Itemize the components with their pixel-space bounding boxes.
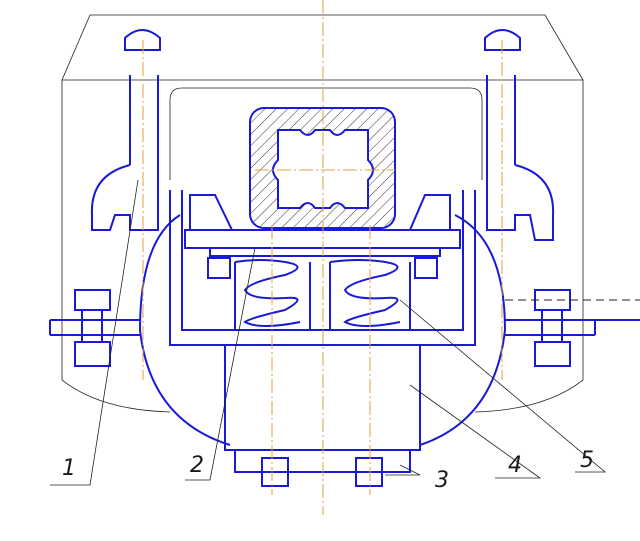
callout-2: 2	[190, 453, 204, 478]
callout-1: 1	[62, 456, 76, 481]
left-hanger	[90, 75, 159, 231]
right-bolt	[505, 289, 640, 367]
callout-4: 4	[508, 453, 522, 478]
left-bolt	[49, 289, 140, 367]
springs	[207, 257, 438, 330]
round-body	[138, 214, 507, 446]
callout-3: 3	[435, 468, 449, 493]
callout-5: 5	[580, 448, 594, 473]
bottom-bolts	[261, 457, 383, 487]
centerlines	[142, 0, 503, 515]
top-seats	[124, 29, 521, 51]
leader-lines	[50, 179, 607, 486]
right-hanger	[486, 75, 555, 241]
